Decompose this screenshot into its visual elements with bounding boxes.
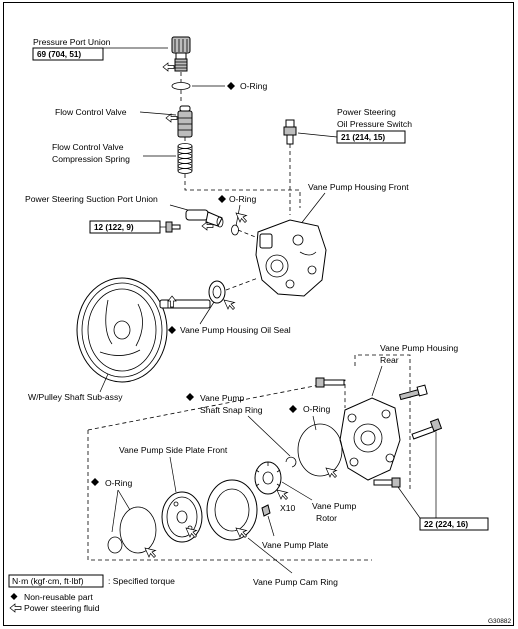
label-housing-rear-1: Vane Pump Housing <box>380 343 458 353</box>
o-ring-small-part <box>107 536 123 554</box>
group-box-top <box>87 379 346 431</box>
cam-ring-part <box>206 479 258 541</box>
label-snap-ring-1: Vane Pump <box>200 393 244 403</box>
label-x10: X10 <box>280 503 296 513</box>
label-o-ring-suction: O-Ring <box>229 194 256 204</box>
label-o-ring-left: O-Ring <box>105 478 132 488</box>
vane-plate-part <box>261 504 271 517</box>
bolt-part <box>315 377 345 388</box>
label-housing-rear-2: Rear <box>380 355 399 365</box>
legend-torque-box <box>8 574 104 588</box>
torque-suction-union: 12 (122, 9) <box>94 223 134 232</box>
pressure-port-union-part <box>171 36 191 72</box>
torque-pressure-union: 69 (704, 51) <box>37 50 81 59</box>
o-ring-suction-part <box>231 224 239 236</box>
housing-rear-part <box>339 397 401 481</box>
legend-fluid: Power steering fluid <box>24 603 100 613</box>
non-reusable-diamond-icon <box>91 478 99 486</box>
bolt-part <box>398 384 428 401</box>
label-pump-plate: Vane Pump Plate <box>262 540 328 550</box>
non-reusable-diamond-icon <box>186 393 194 401</box>
torque-box-ps-switch <box>336 130 406 144</box>
housing-front-part <box>255 219 327 297</box>
snap-ring-part <box>285 456 297 468</box>
oil-seal-part <box>208 280 226 304</box>
torque-ps-switch: 21 (214, 15) <box>341 133 385 142</box>
label-snap-ring-2: Shaft Snap Ring <box>200 405 263 415</box>
label-cam-ring: Vane Pump Cam Ring <box>253 577 338 587</box>
label-flow-control-valve: Flow Control Valve <box>55 107 127 117</box>
suction-bolt-part <box>165 221 181 233</box>
label-flow-spring-2: Compression Spring <box>52 154 130 164</box>
bolt-part <box>373 477 401 488</box>
label-side-plate-front: Vane Pump Side Plate Front <box>119 445 228 455</box>
label-flow-spring-1: Flow Control Valve <box>52 142 124 152</box>
pointer-arrow-icon <box>223 299 235 310</box>
o-ring-rear-part <box>297 423 343 477</box>
torque-rear-bolts: 22 (224, 16) <box>424 520 468 529</box>
label-pulley-shaft: W/Pulley Shaft Sub-assy <box>28 392 123 402</box>
label-rotor-2: Rotor <box>316 513 337 523</box>
rotor-part <box>254 461 282 495</box>
label-ps-switch-2: Oil Pressure Switch <box>337 119 412 129</box>
label-pressure-port-union: Pressure Port Union <box>33 37 111 47</box>
non-reusable-diamond-icon <box>168 326 176 334</box>
pointer-arrow-icon <box>144 547 156 558</box>
o-ring-large-part <box>119 506 157 554</box>
diagram-frame <box>3 2 514 626</box>
label-housing-front: Vane Pump Housing Front <box>308 182 409 192</box>
flow-control-valve-part <box>177 105 193 138</box>
figure-id: G30882 <box>488 618 512 625</box>
label-suction-union: Power Steering Suction Port Union <box>25 194 158 204</box>
group-box-left <box>87 430 372 561</box>
fluid-arrow-icon <box>162 62 175 72</box>
label-oil-seal: Vane Pump Housing Oil Seal <box>180 325 291 335</box>
legend-fluid-arrow-icon <box>9 603 22 613</box>
legend-torque-unit: N·m (kgf·cm, ft·lbf) <box>12 576 84 586</box>
label-o-ring-top: O-Ring <box>240 81 267 91</box>
guide-line-spring-housing <box>184 174 301 208</box>
label-rotor-1: Vane Pump <box>312 501 356 511</box>
side-plate-front-part <box>161 491 203 543</box>
non-reusable-diamond-icon <box>289 405 297 413</box>
group-box-right <box>354 354 411 490</box>
oil-pressure-switch-part <box>283 119 297 145</box>
label-o-ring-rear: O-Ring <box>303 404 330 414</box>
label-ps-switch-1: Power Steering <box>337 107 396 117</box>
legend-torque-desc: : Specified torque <box>108 576 175 586</box>
torque-box-pressure-union <box>32 47 104 61</box>
legend-diamond-icon <box>10 593 18 600</box>
torque-box-rear-bolts <box>419 517 489 531</box>
compression-spring-part <box>177 143 193 174</box>
non-reusable-diamond-icon <box>227 82 235 90</box>
non-reusable-diamond-icon <box>218 195 226 203</box>
suction-port-union-part <box>185 209 224 228</box>
pointer-arrow-icon <box>276 489 288 500</box>
o-ring-top-part <box>171 82 191 90</box>
legend-non-reusable: Non-reusable part <box>24 592 93 602</box>
bolt-part <box>411 418 443 440</box>
